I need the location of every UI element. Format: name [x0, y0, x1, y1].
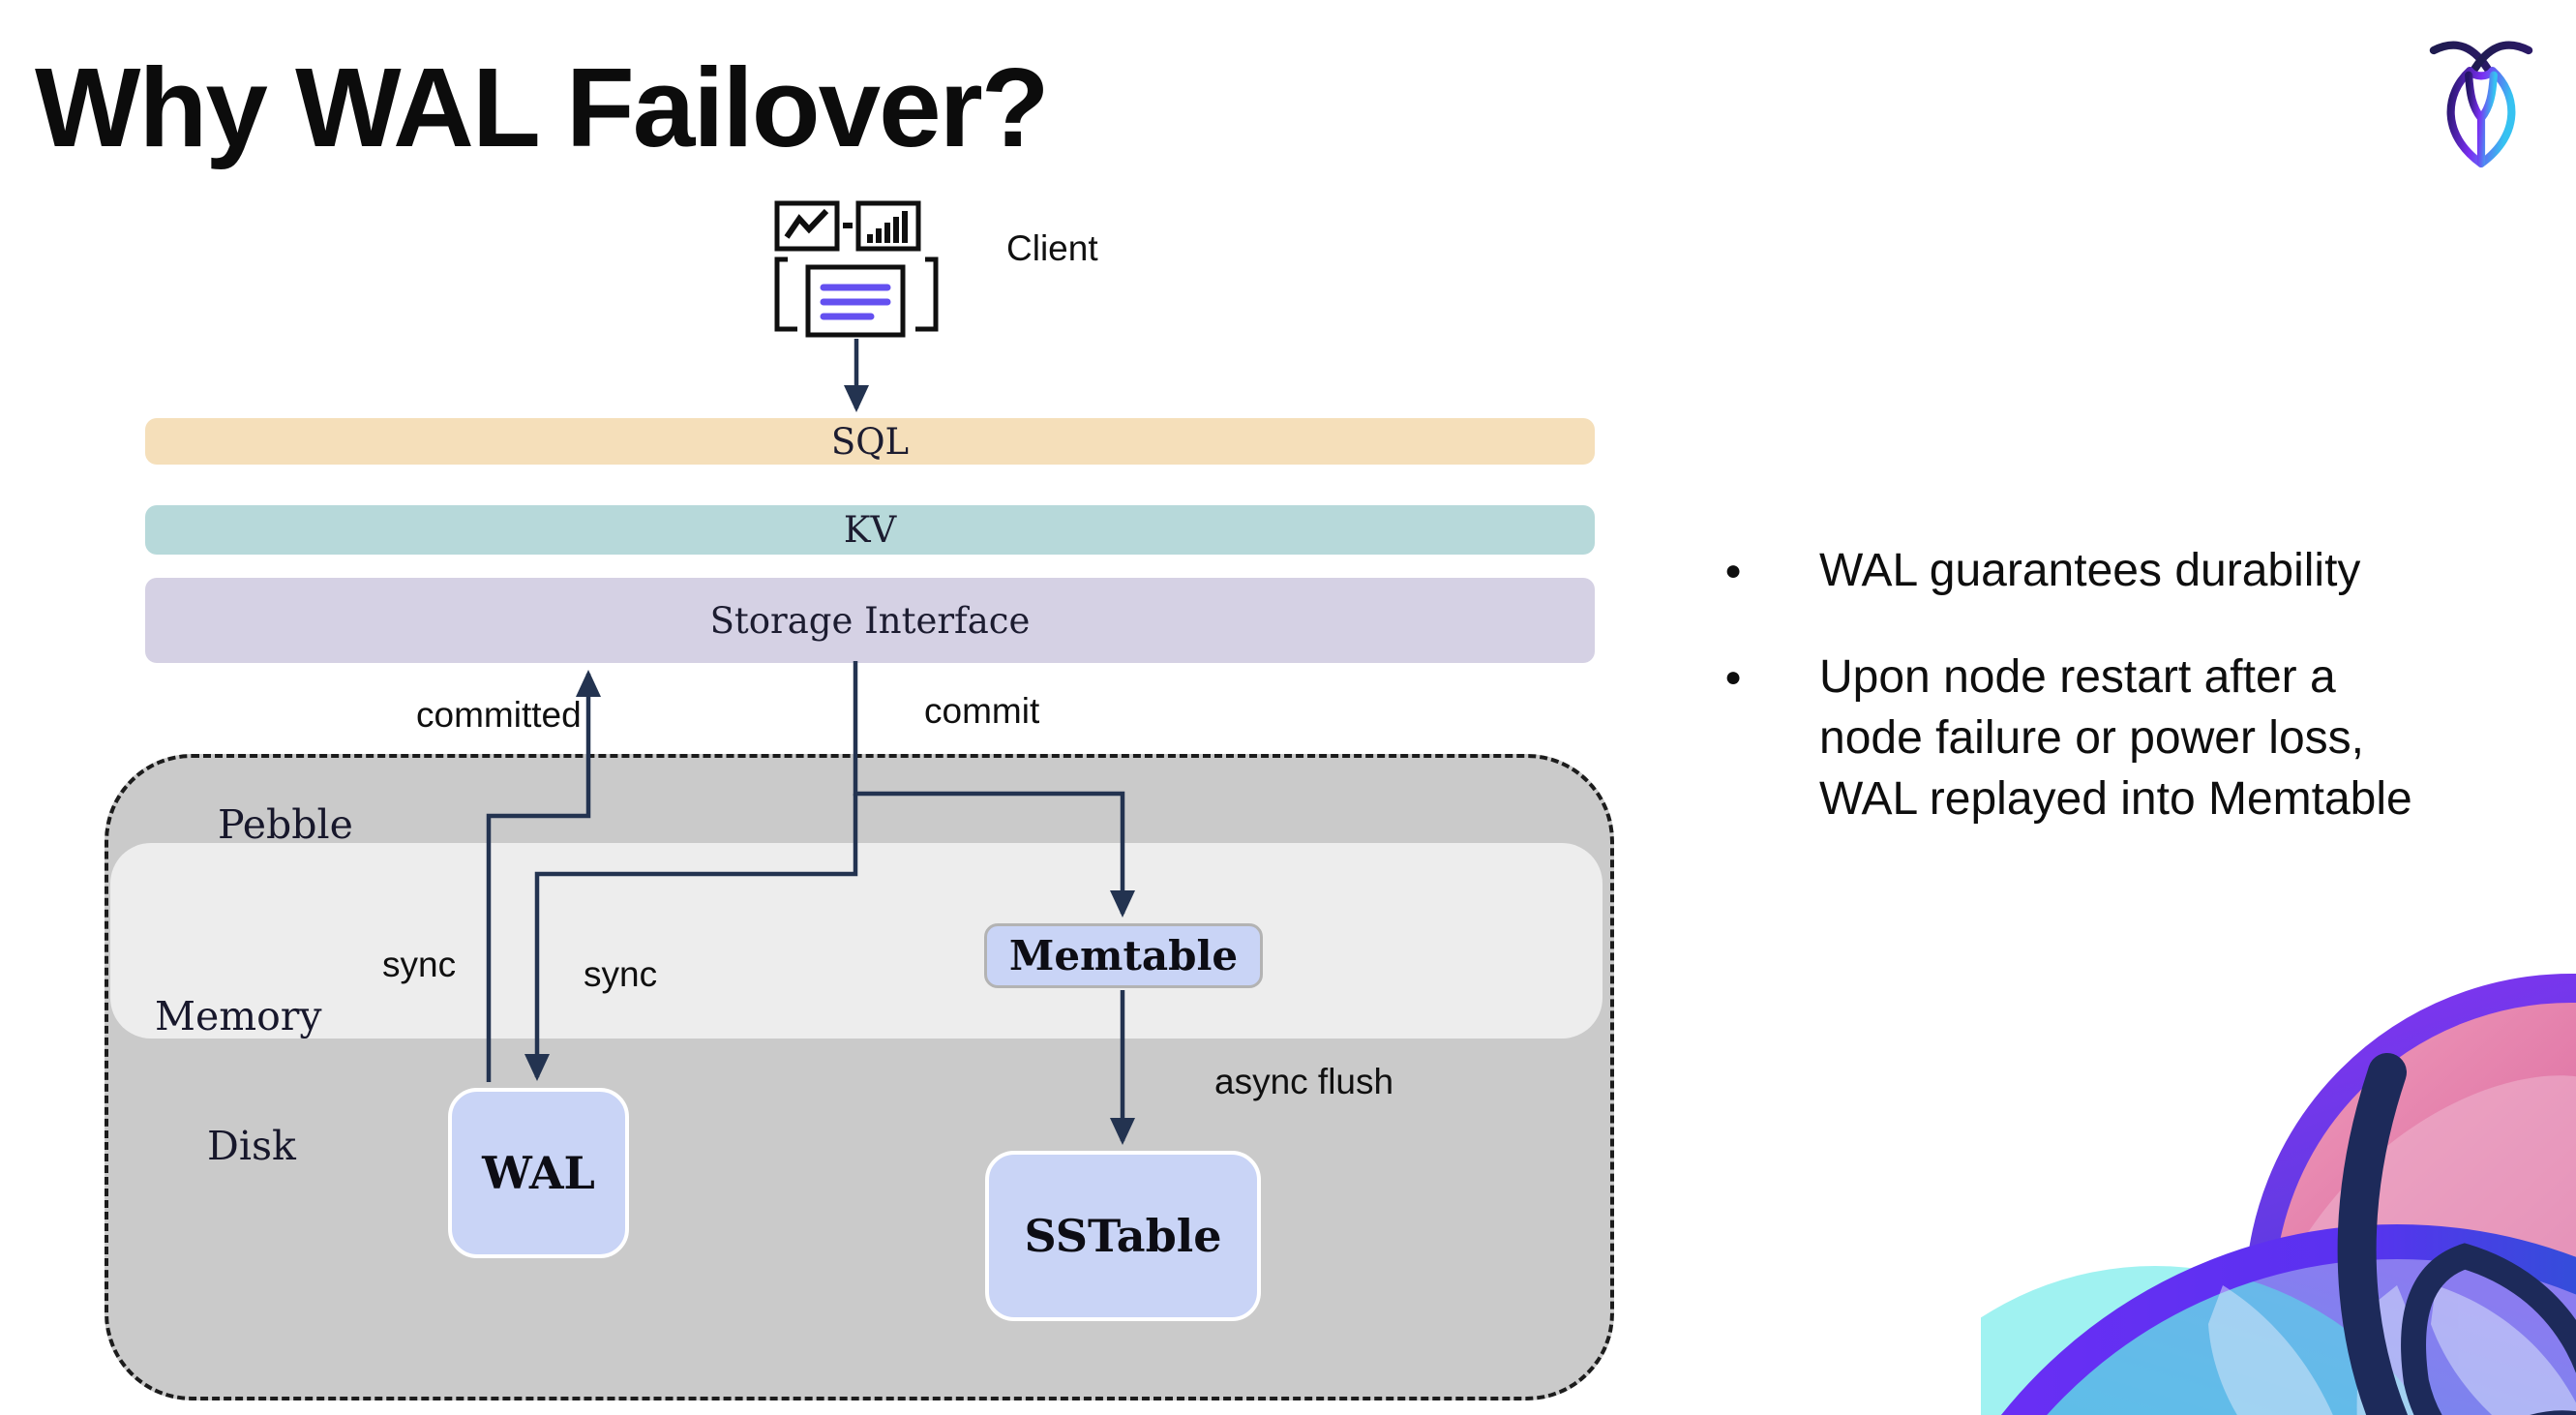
client-icon: [774, 200, 939, 338]
brand-artwork: [1981, 974, 2576, 1415]
sstable-node: SSTable: [985, 1151, 1261, 1321]
dash-connector: [843, 223, 853, 228]
async-flush-edge-label: async flush: [1214, 1062, 1394, 1101]
list-item: ● WAL guarantees durability: [1711, 540, 2562, 601]
memtable-label: Memtable: [1008, 932, 1239, 979]
layer-bar-sql: SQL: [145, 418, 1595, 465]
wal-node: WAL: [448, 1088, 629, 1258]
memory-label: Memory: [155, 993, 322, 1039]
layer-label-kv: KV: [843, 509, 897, 551]
memtable-node: Memtable: [984, 923, 1263, 988]
bullet-list: ● WAL guarantees durability ● Upon node …: [1711, 540, 2562, 829]
committed-edge-label: committed: [416, 695, 582, 735]
pebble-label: Pebble: [218, 801, 353, 848]
wal-label: WAL: [482, 1147, 595, 1199]
line-chart-icon: [774, 200, 840, 252]
layer-label-storage-interface: Storage Interface: [709, 599, 1031, 642]
memory-band: [110, 843, 1603, 1039]
sstable-label: SSTable: [1024, 1210, 1222, 1262]
layer-bar-kv: KV: [145, 505, 1595, 555]
bullet-dot: ●: [1724, 661, 1743, 693]
sync-right-edge-label: sync: [584, 954, 658, 994]
layer-bar-storage-interface: Storage Interface: [145, 578, 1595, 663]
sync-left-edge-label: sync: [382, 945, 457, 984]
list-item: ● Upon node restart after a node failure…: [1711, 647, 2562, 829]
page-title: Why WAL Failover?: [35, 45, 1050, 170]
disk-label: Disk: [207, 1123, 296, 1169]
layer-label-sql: SQL: [830, 420, 910, 463]
client-label: Client: [1006, 228, 1098, 268]
commit-edge-label: commit: [924, 691, 1040, 731]
bullet-text: Upon node restart after a node failure o…: [1819, 651, 2412, 825]
bullet-dot: ●: [1724, 555, 1743, 587]
bullet-text: WAL guarantees durability: [1819, 545, 2361, 596]
cockroachdb-logo-icon: [2429, 41, 2533, 168]
